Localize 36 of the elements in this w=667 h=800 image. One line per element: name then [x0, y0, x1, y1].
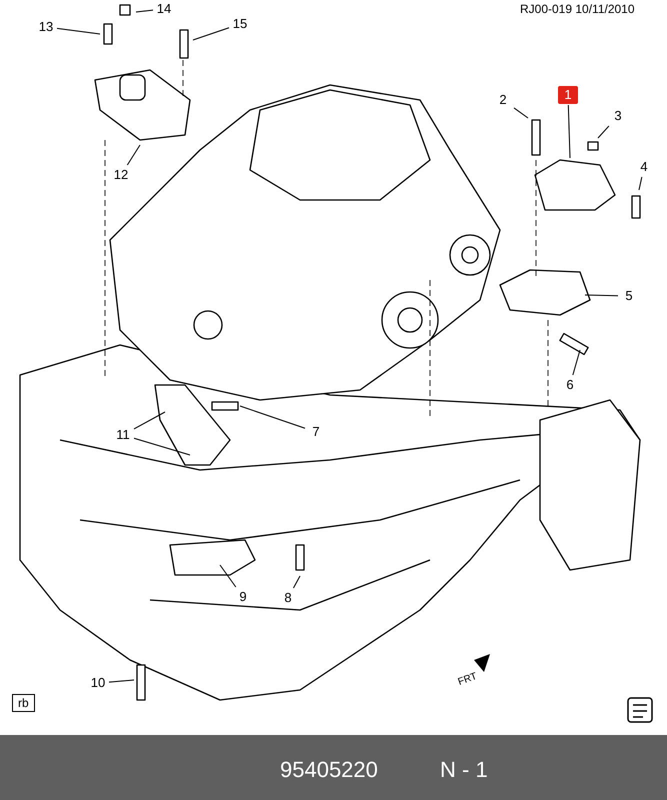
leader-line: [126, 144, 140, 166]
callout-number: 10: [88, 674, 108, 692]
leader-line: [568, 104, 570, 158]
view-code: rb: [12, 694, 35, 712]
leader-line: [220, 564, 236, 588]
leader-line: [292, 576, 300, 588]
leader-line: [572, 350, 580, 376]
callout-number: 9: [233, 588, 253, 606]
leader-line: [134, 438, 190, 456]
callout-number: 5: [619, 287, 639, 305]
callout-number: 8: [278, 589, 298, 607]
leader-line: [638, 176, 642, 190]
callout-number: 1: [558, 86, 578, 104]
callout-number: 7: [306, 423, 326, 441]
leader-line: [134, 412, 166, 430]
callout-number: 11: [113, 426, 133, 444]
leader-line: [514, 107, 528, 118]
callout-number: 14: [154, 0, 174, 18]
leader-line: [108, 680, 134, 683]
callout-number: 13: [36, 18, 56, 36]
callout-number: 4: [634, 158, 654, 176]
leader-line: [56, 28, 100, 34]
callout-number: 6: [560, 376, 580, 394]
callout-number: 12: [111, 166, 131, 184]
leader-line: [240, 406, 306, 429]
part-number: 95405220: [280, 757, 378, 783]
leader-line: [192, 27, 230, 40]
drawing-reference: RJ00-019 10/11/2010: [520, 2, 635, 16]
leader-line: [136, 10, 154, 12]
quantity-note: N - 1: [440, 757, 488, 783]
leader-line: [598, 126, 610, 138]
callout-number: 15: [230, 15, 250, 33]
leader-line: [584, 294, 618, 296]
callout-number: 2: [493, 91, 513, 109]
callout-number: 3: [608, 107, 628, 125]
front-direction-label: FRT: [456, 671, 479, 688]
